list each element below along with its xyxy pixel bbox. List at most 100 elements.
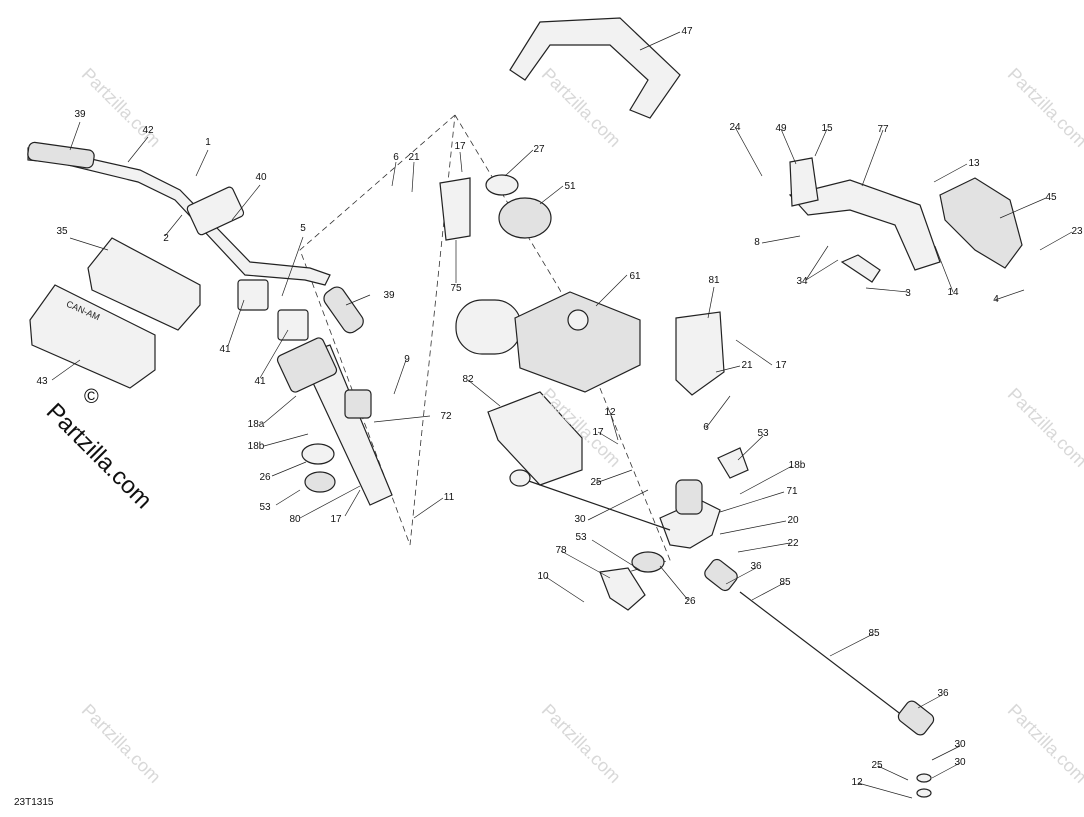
callout-label: 17 [592,427,604,438]
ps-output-shaft [567,309,589,331]
callout-label: 18a [247,419,265,430]
washer [916,773,932,783]
callout-label: 36 [750,561,762,572]
callout-label: 82 [462,374,474,385]
callout-label: 41 [254,376,266,387]
left-grip [27,141,95,169]
callout-label: 42 [142,125,154,136]
upper-column-clamp [717,447,749,479]
callout-label: 78 [555,545,567,556]
handlebar [27,147,331,286]
callout-label: 34 [796,276,808,287]
callout-label: 1 [205,137,211,148]
callout-label: 85 [868,628,880,639]
callout-label: 13 [968,158,980,169]
callout-label: 14 [947,287,959,298]
callout-label: 47 [681,26,693,37]
callout-label: 30 [574,514,586,525]
callout-label: 25 [871,760,883,771]
callout-label: 20 [787,515,799,526]
callout-label: 21 [408,152,420,163]
ps-motor [455,299,522,355]
lower-bushing [631,551,665,573]
callout-label: 18b [788,460,806,471]
callout-label: 77 [877,124,889,135]
nut [916,788,932,798]
hand-guard-bracket [788,179,941,271]
callout-label: 11 [443,492,455,503]
tie-rod-short [519,477,671,531]
callout-label: 51 [564,181,576,192]
callout-label: 17 [454,141,466,152]
steering-shaft-end [675,479,703,515]
lower-clamp-right [277,309,309,341]
callout-label: 23 [1071,226,1083,237]
callout-label: 41 [219,344,231,355]
callout-label: 12 [851,777,863,788]
hand-guard-lever [840,254,881,283]
tie-rod-end-outer [897,700,935,736]
callout-label: 43 [36,376,48,387]
callout-label: 45 [1045,192,1057,203]
callout-label: 36 [937,688,949,699]
lower-column-clamp [599,567,646,611]
callout-label: 12 [604,407,616,418]
callout-label: 17 [775,360,787,371]
heat-shield [487,391,583,486]
callout-label: 26 [259,472,271,483]
bushing [301,443,335,465]
lower-clamp-left [237,279,269,311]
ps-support-bracket [675,311,725,396]
right-grip [323,286,364,334]
handlebar-clamp [186,186,245,236]
column-flange [276,337,338,393]
ps-control-module [514,291,641,393]
copyright-icon: © [84,386,99,408]
callout-label: 27 [533,144,545,155]
hand-guard-deflector [939,177,1023,269]
callout-label: 15 [821,123,833,134]
callout-label: 39 [74,109,86,120]
callout-label: 9 [404,354,410,365]
callout-label: 53 [259,502,271,513]
hose-clamp [485,174,519,196]
callout-label: 24 [729,122,741,133]
mounting-bracket [439,177,471,241]
callout-label: 35 [56,226,68,237]
hand-guard-upper [509,17,681,119]
handlebar-cover [29,284,156,389]
callout-label: 30 [954,739,966,750]
callout-label: 30 [954,757,966,768]
callout-label: 49 [775,123,787,134]
callout-label: 4 [993,294,999,305]
callout-label: 40 [255,172,267,183]
boot [498,197,552,239]
column-clip [304,471,336,493]
diagram-id: 23T1315 [14,797,54,808]
tie-rod-end-left [509,469,531,487]
leader-lines [51,31,1073,799]
callout-label: 53 [757,428,769,439]
tie-rod-long [739,591,916,726]
callout-label: 21 [741,360,753,371]
callout-label: 5 [300,223,306,234]
callout-label: 2 [163,233,169,244]
column-support [344,389,372,419]
callout-label: 80 [289,514,301,525]
callout-label: 72 [440,411,452,422]
hand-guard-mount [789,157,819,207]
callout-label: 6 [703,422,709,433]
tie-rod-end-inner [704,558,738,592]
callout-label: 18b [247,441,265,452]
callout-label: 53 [575,532,587,543]
callout-label: 81 [708,275,720,286]
callout-label: 3 [905,288,911,299]
callout-label: 22 [787,538,799,549]
callout-label: 17 [330,514,342,525]
callout-label: 39 [383,290,395,301]
callout-label: 75 [450,283,462,294]
callout-label: 85 [779,577,791,588]
callout-label: 10 [537,571,549,582]
